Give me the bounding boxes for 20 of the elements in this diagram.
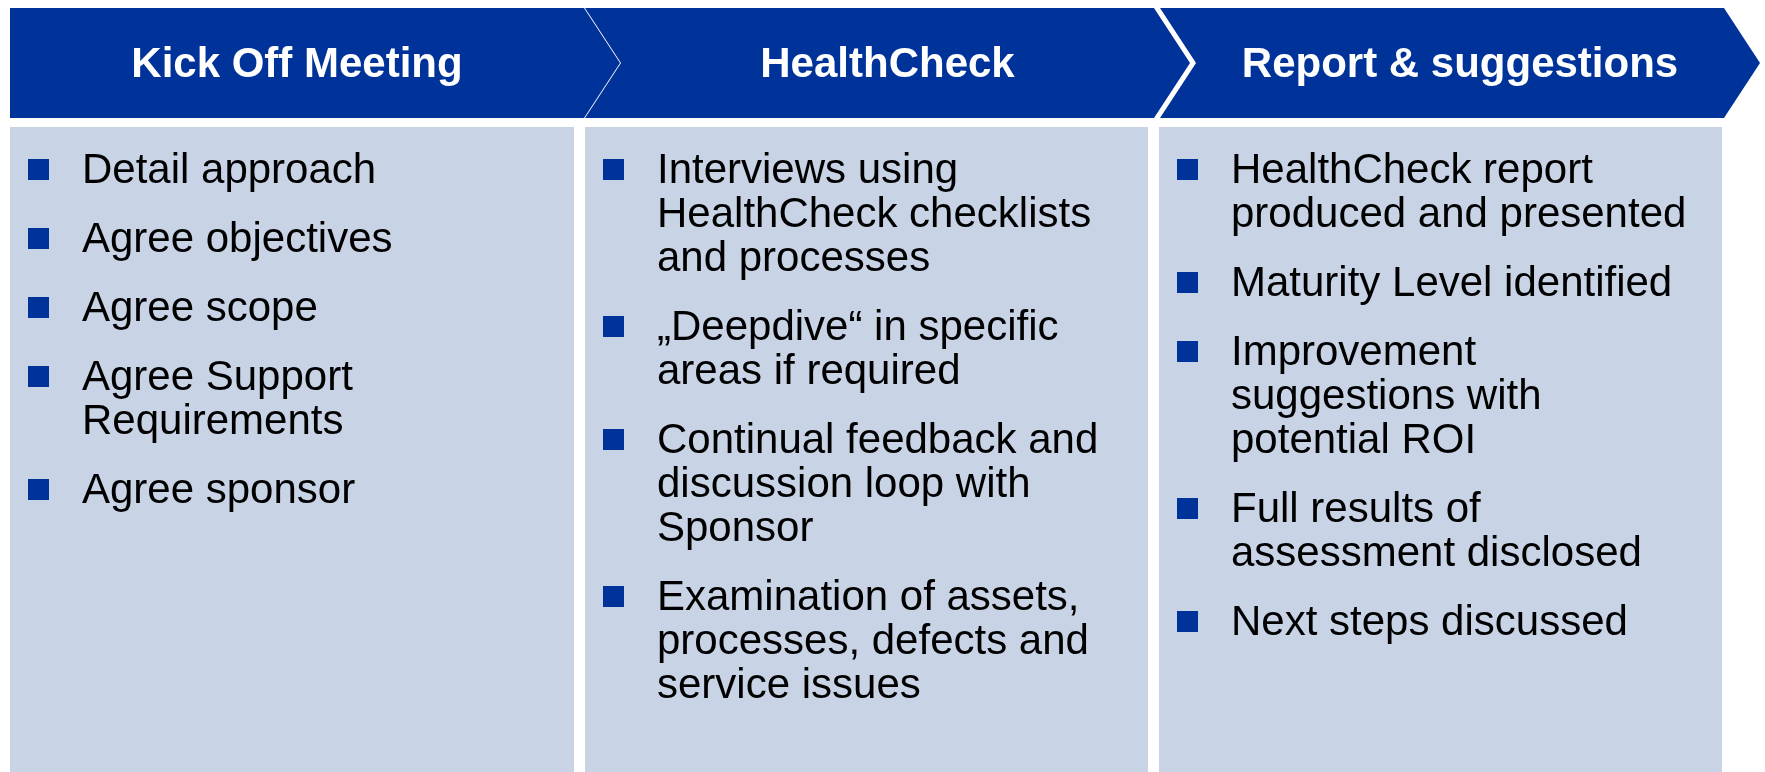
bullet-text: Interviews using HealthCheck checklists and processes (657, 147, 1093, 279)
bullet-text: Examination of assets, processes, defects and service issues (657, 574, 1090, 706)
bullet-text: Improvement suggestions with potential ROI (1231, 329, 1543, 461)
bullet-text: Next steps discussed (1231, 599, 1629, 643)
bullet-text: Agree sponsor (82, 467, 357, 511)
bullet-text: Agree objectives (82, 216, 394, 260)
bullet-text: Detail approach (82, 147, 378, 191)
step-title: HealthCheck (760, 39, 1015, 87)
bullet-text: Maturity Level identified (1231, 260, 1674, 304)
step-title: Kick Off Meeting (131, 39, 463, 87)
bullet-text: HealthCheck report produced and presented (1231, 147, 1688, 235)
bullet-text: Full results of assessment disclosed (1231, 486, 1643, 574)
step-panel (585, 127, 1148, 772)
bullet-text: Continual feedback and discussion loop with Sponsor (657, 417, 1100, 549)
bullet-text: „Deepdive“ in specific areas if required (657, 304, 1060, 392)
bullet-text: Agree Support Requirements (82, 354, 354, 442)
step-panel (1159, 127, 1722, 772)
step-title: Report & suggestions (1241, 39, 1679, 87)
bullet-text: Agree scope (82, 285, 319, 329)
step-panel (10, 127, 574, 772)
